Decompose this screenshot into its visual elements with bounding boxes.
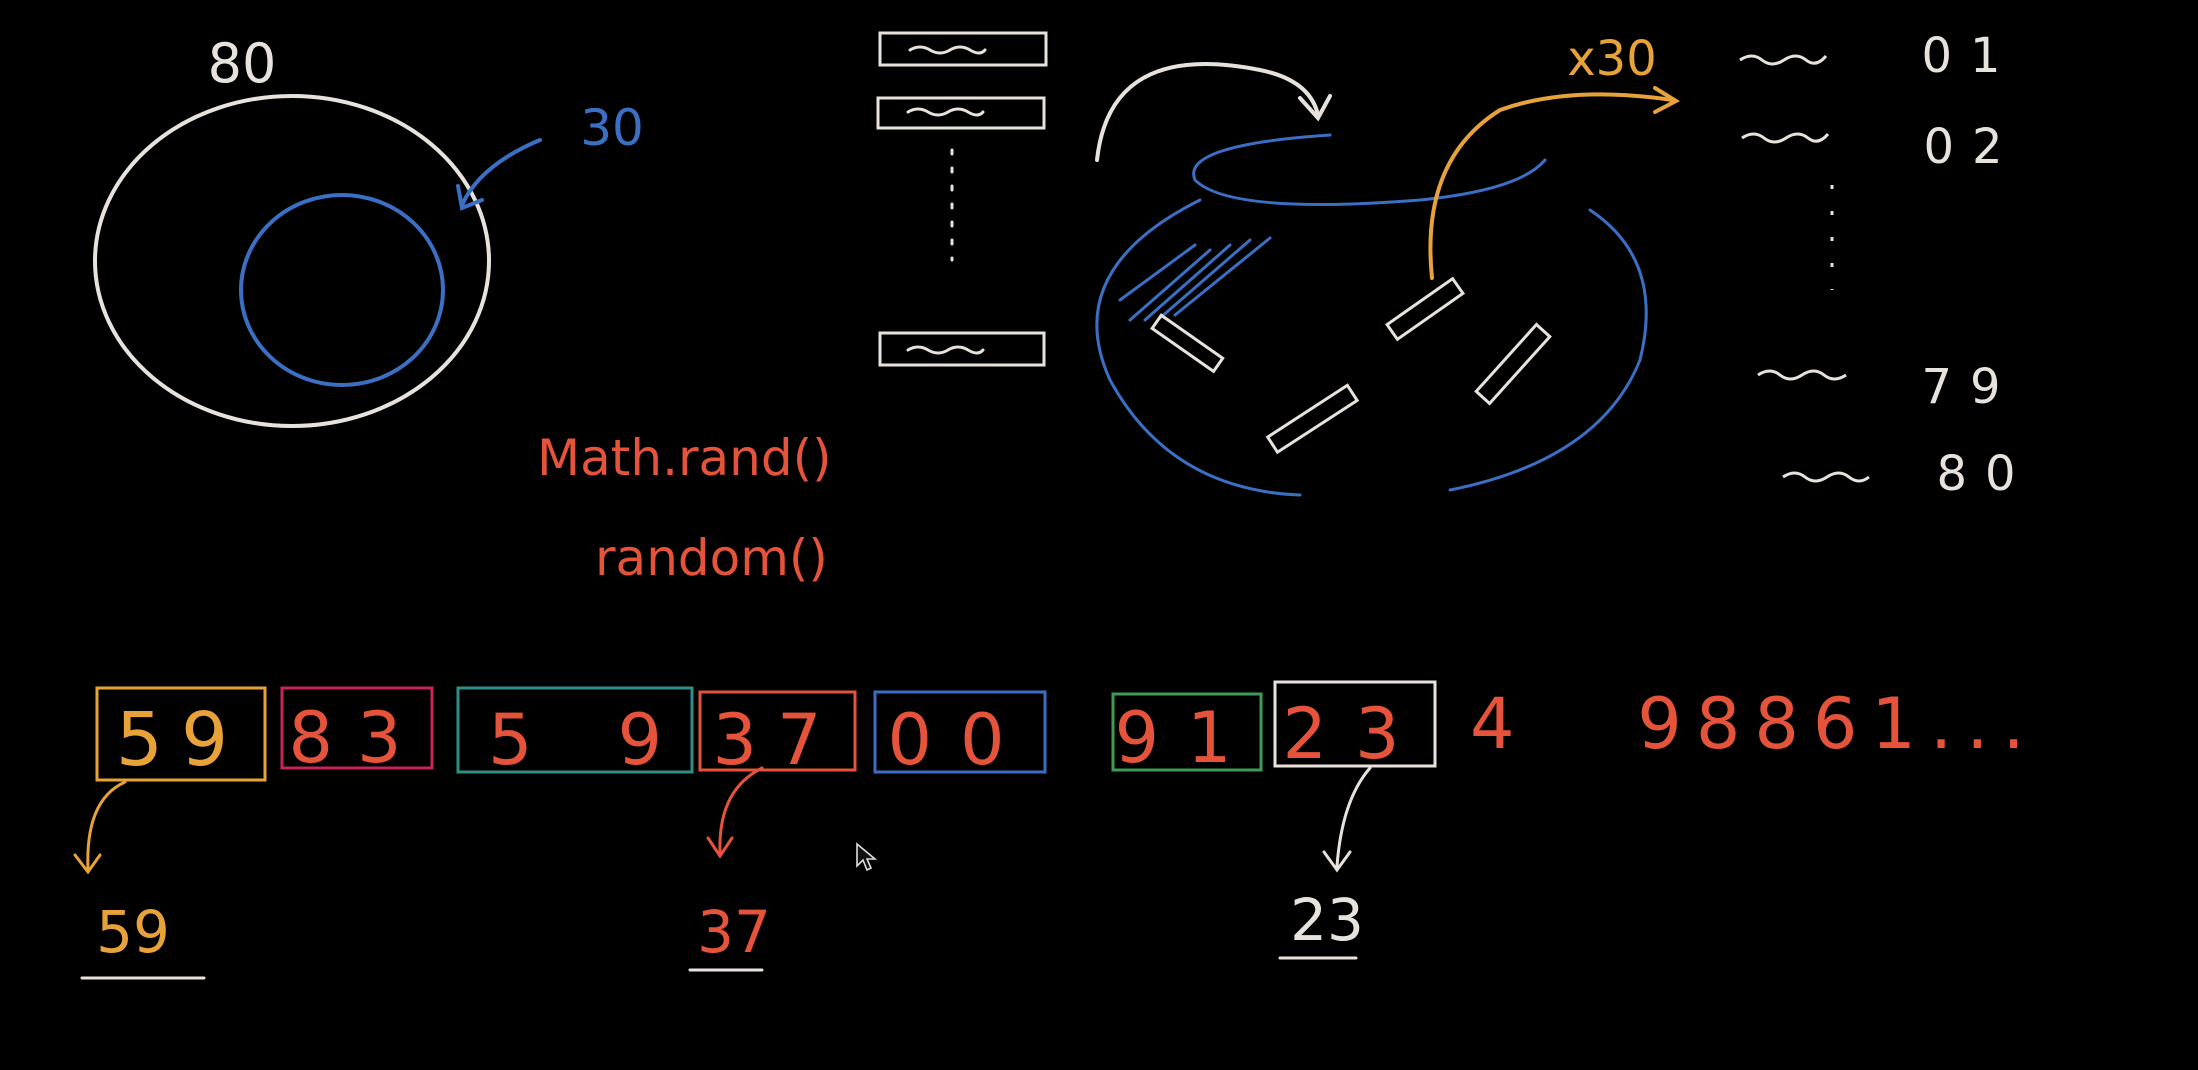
slip-row-3 (878, 331, 1046, 367)
transfer-arrow-head (1298, 94, 1332, 122)
population-total-label: 80 (208, 32, 277, 95)
selected-value-59: 59 (96, 898, 170, 966)
list-item-02: 02 (1923, 119, 2020, 175)
population-ellipse (93, 94, 491, 428)
sample-size-label: 30 (580, 99, 644, 157)
bowl-shading (1118, 236, 1272, 322)
digit-group-83: 83 (288, 697, 425, 779)
random-digit-row: 59 83 5 9 37 00 91 23 4 98861... (95, 680, 2039, 783)
select-arrow-23-head (1322, 850, 1352, 873)
slip-row-2 (876, 96, 1046, 130)
digit-group-91: 91 (1114, 697, 1259, 779)
digit-box-00 (873, 690, 1047, 774)
bowl-body (1095, 198, 1648, 497)
digit-group-59: 59 (116, 697, 246, 783)
digit-box-59 (95, 686, 267, 782)
trailing-digits: 4 98861... (1470, 683, 2039, 765)
function-math-rand: Math.rand() (537, 429, 832, 487)
population-diagram: 80 30 (93, 32, 644, 428)
digit-box-91 (1111, 692, 1263, 772)
squiggle-icon (1741, 132, 1830, 144)
select-arrow-23 (1335, 766, 1372, 868)
select-arrow-37 (718, 766, 764, 854)
bowl-diagram: x30 (1095, 31, 1681, 497)
numbered-list: 01 02 79 80 (1739, 28, 2033, 502)
select-arrow-59 (86, 780, 127, 872)
select-arrow-59-head (73, 853, 102, 875)
digit-box-83 (280, 686, 434, 770)
bowl-rim (1192, 133, 1547, 206)
digit-group-00: 00 (887, 699, 1032, 781)
draw-arrow (1428, 92, 1674, 280)
draw-arrow-head (1653, 86, 1681, 114)
transfer-arrow (1095, 62, 1320, 162)
digit-group-5-9: 5 (488, 699, 533, 781)
slips-in-bowl (1150, 276, 1552, 455)
list-item-01: 01 (1921, 28, 2018, 84)
select-arrow-37-head (706, 836, 734, 859)
digit-box-59b (456, 686, 694, 774)
digit-group-37: 37 (712, 699, 841, 781)
selected-values: 59 37 23 (73, 766, 1372, 980)
selected-value-23: 23 (1290, 886, 1364, 954)
selected-value-37: 37 (697, 898, 771, 966)
function-random: random() (595, 529, 828, 587)
digit-group-23: 23 (1282, 693, 1427, 775)
sample-arrow-head (456, 184, 484, 211)
digit-box-23 (1273, 680, 1437, 768)
sample-circle (239, 193, 445, 387)
sample-arrow (460, 138, 542, 207)
squiggle-icon (906, 345, 985, 355)
slip-row-1 (878, 31, 1048, 67)
squiggle-icon (906, 107, 985, 117)
svg-text:9: 9 (617, 699, 662, 781)
draw-count-label: x30 (1567, 31, 1656, 87)
list-item-79: 79 (1921, 359, 2018, 415)
squiggle-icon (1757, 369, 1847, 381)
slip-list (876, 31, 1048, 367)
list-item-80: 80 (1936, 446, 2033, 502)
mouse-cursor-icon (856, 842, 877, 872)
digit-box-37 (698, 690, 857, 772)
squiggle-icon (908, 45, 987, 55)
squiggle-icon (1782, 471, 1870, 483)
squiggle-icon (1739, 54, 1828, 66)
